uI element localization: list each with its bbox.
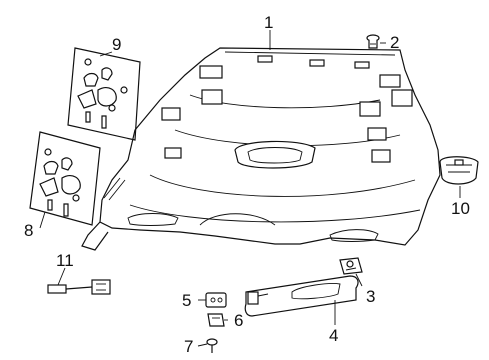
- visor-clip-part: [205, 292, 227, 308]
- headliner-part: [81, 47, 441, 251]
- callout-7: 7: [184, 337, 194, 356]
- callout-8: 8: [24, 221, 34, 240]
- callout-4: 4: [329, 326, 339, 345]
- hardware-kit-8-part: [29, 131, 101, 226]
- push-pin-part: [366, 34, 380, 49]
- callout-6: 6: [234, 311, 244, 330]
- dome-lamp-part: [439, 156, 479, 185]
- callout-9: 9: [112, 35, 122, 54]
- visor-bracket-part: [339, 257, 363, 275]
- callout-2: 2: [390, 33, 400, 52]
- leader-lines: [39, 30, 461, 347]
- callout-1: 1: [264, 13, 274, 32]
- callout-11: 11: [56, 251, 74, 270]
- screw-part: [206, 338, 218, 353]
- visor-clip-bracket-part: [207, 313, 225, 327]
- hardware-kit-9-part: [67, 47, 141, 141]
- callout-3: 3: [366, 287, 376, 306]
- callout-5: 5: [182, 291, 192, 310]
- callout-10: 10: [451, 199, 470, 218]
- connector-part: [47, 279, 111, 295]
- sun-visor-part: [244, 275, 359, 317]
